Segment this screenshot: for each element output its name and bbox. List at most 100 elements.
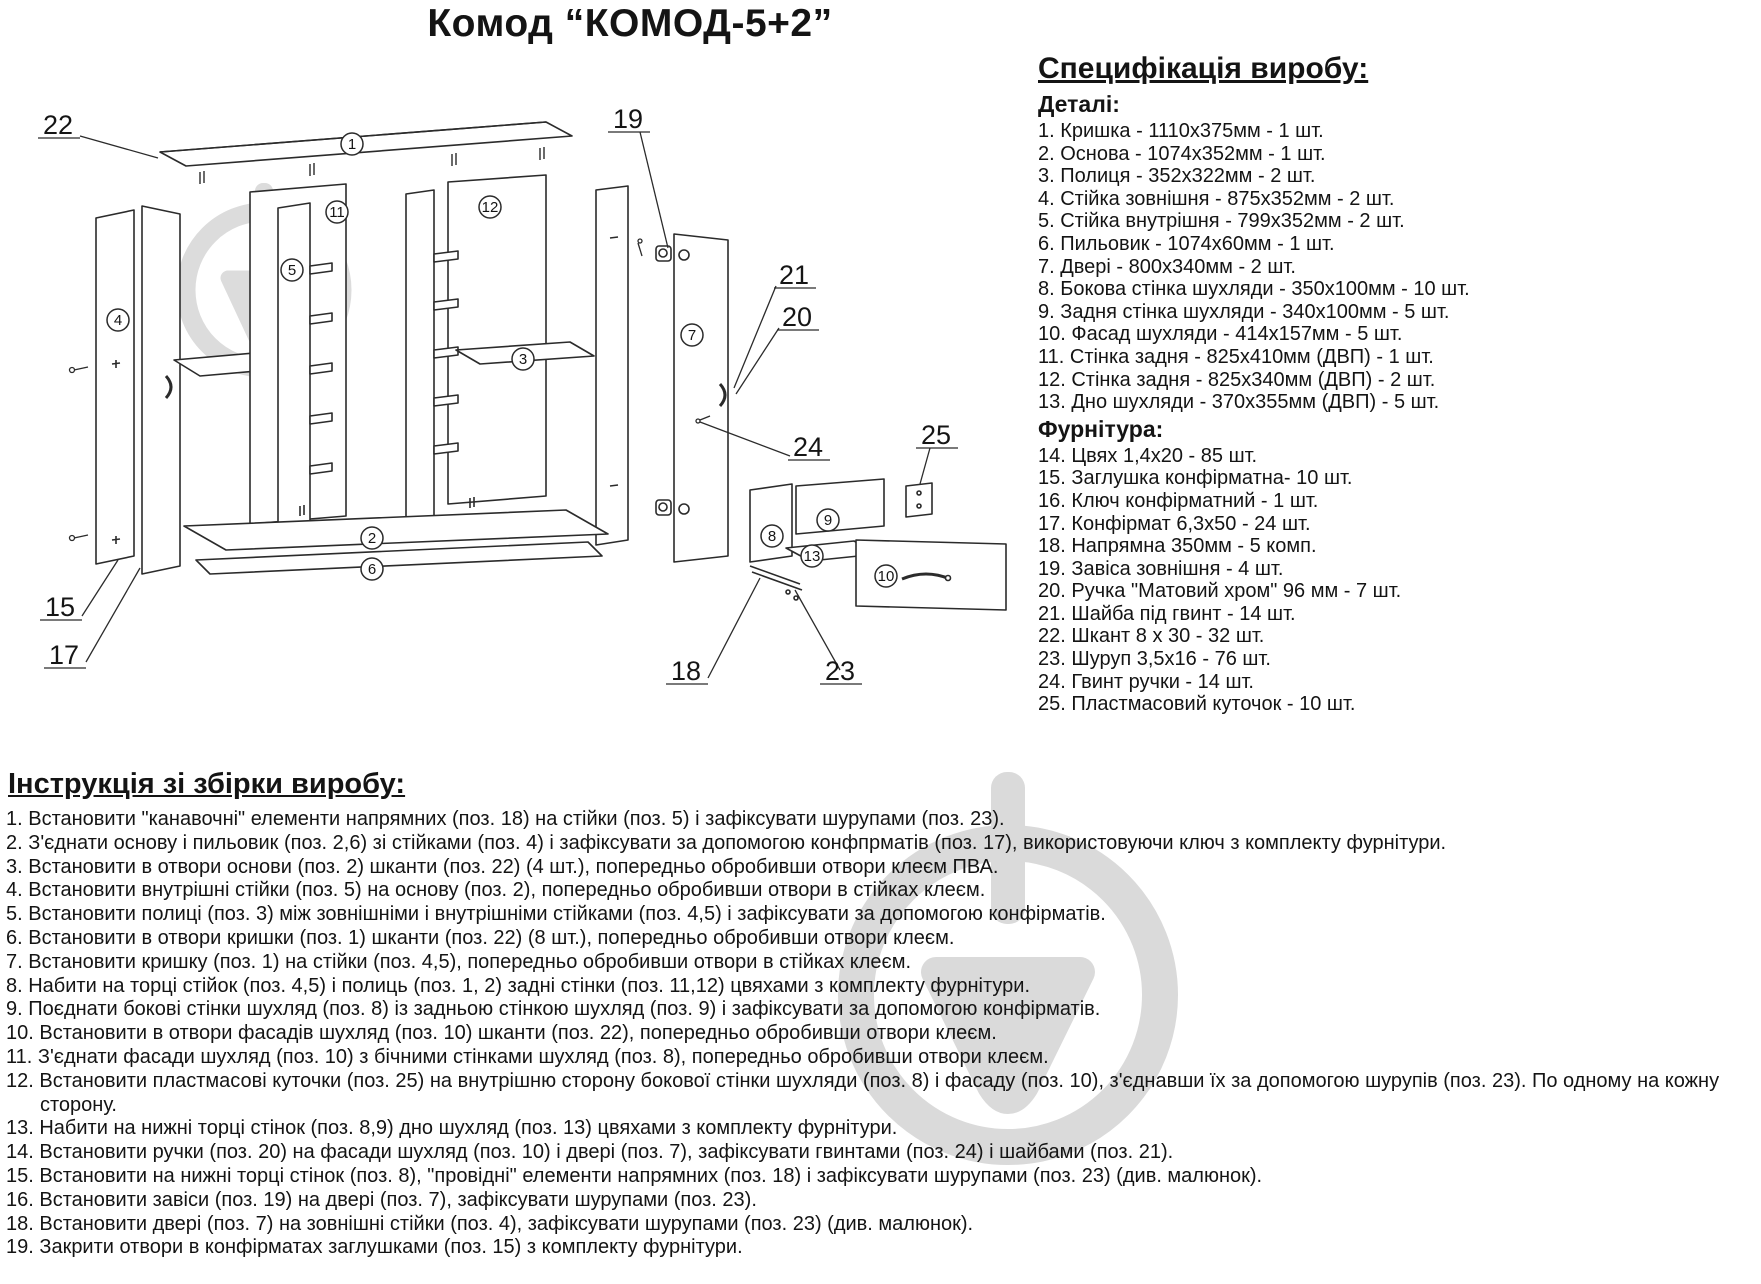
detail-item: 11. Стінка задня - 825х410мм (ДВП) - 1 ш… — [1038, 345, 1434, 368]
instruction-step: 8. Набити на торці стійок (поз. 4,5) і п… — [6, 974, 1031, 997]
svg-text:4: 4 — [114, 312, 122, 329]
detail-item: 2. Основа - 1074х352мм - 1 шт. — [1038, 142, 1326, 165]
detail-item: 4. Стійка зовнішня - 875х352мм - 2 шт. — [1038, 187, 1395, 210]
part-back-panel-12 — [447, 174, 547, 505]
instruction-step: 9. Поєднати бокові стінки шухляд (поз. 8… — [6, 998, 1101, 1021]
hardware-item: 15. Заглушка конфірматна- 10 шт. — [1038, 467, 1353, 490]
badge-7: 7 — [680, 323, 704, 347]
hardware-item: 24. Гвинт ручки - 14 шт. — [1038, 670, 1254, 693]
badge-10: 10 — [874, 564, 898, 588]
svg-text:3: 3 — [519, 351, 527, 368]
part-drawer-front — [855, 539, 1007, 611]
instruction-step: 1. Встановити "канавочні" елементи напря… — [6, 808, 1005, 830]
callout-21: 21 — [779, 260, 809, 290]
part-back-strip — [595, 185, 629, 546]
svg-text:13: 13 — [804, 548, 821, 565]
svg-text:10: 10 — [878, 568, 895, 585]
hardware-item: 18. Напрямна 350мм - 5 комп. — [1038, 535, 1317, 558]
specification-panel: Специфікація виробу: Деталі: 1. Кришка -… — [1038, 52, 1618, 716]
instruction-step: 15. Встановити на нижні торці стінок (по… — [6, 1164, 1263, 1187]
part-door-left — [141, 205, 181, 575]
part-drawer-back — [795, 478, 885, 535]
svg-text:2: 2 — [368, 530, 376, 547]
detail-item: 3. Полиця - 352х322мм - 2 шт. — [1038, 165, 1316, 188]
instruction-step: 19. Закрити отвори в конфірматах заглушк… — [6, 1236, 743, 1259]
hardware-item: 19. Завіса зовнішня - 4 шт. — [1038, 557, 1284, 580]
detail-item: 5. Стійка внутрішня - 799х352мм - 2 шт. — [1038, 210, 1405, 233]
instruction-step: 16. Встановити завіси (поз. 19) на двері… — [6, 1188, 757, 1211]
svg-text:11: 11 — [329, 204, 345, 221]
brand-watermark — [838, 772, 1178, 1165]
hardware-heading: Фурнітура: — [1038, 415, 1164, 442]
hardware-item: 21. Шайба під гвинт - 14 шт. — [1038, 602, 1296, 625]
badge-2: 2 — [360, 526, 384, 550]
instructions-heading: Інструкція зі збірки виробу: — [8, 768, 406, 800]
page-title: Комод “КОМОД-5+2” — [427, 2, 833, 45]
specification-heading: Специфікація виробу: — [1038, 52, 1369, 85]
hardware-item: 16. Ключ конфірматний - 1 шт. — [1038, 489, 1319, 512]
svg-text:9: 9 — [824, 512, 832, 529]
svg-text:7: 7 — [688, 327, 696, 344]
hardware-item: 14. Цвях 1,4х20 - 85 шт. — [1038, 444, 1258, 467]
instruction-step: 13. Набити на нижні торці стінок (поз. 8… — [6, 1117, 898, 1140]
detail-item: 9. Задня стінка шухляди - 340х100мм - 5 … — [1038, 300, 1450, 323]
detail-item: 8. Бокова стінка шухляди - 350х100мм - 1… — [1038, 278, 1470, 301]
instruction-step: 3. Встановити в отвори основи (поз. 2) ш… — [6, 855, 999, 878]
callout-15: 15 — [45, 592, 75, 622]
instruction-step: 4. Встановити внутрішні стійки (поз. 5) … — [6, 879, 986, 902]
part-inner-upright-a — [277, 202, 333, 542]
part-inner-upright-b — [405, 189, 459, 538]
part-plastic-corner — [905, 482, 933, 518]
part-door-right — [673, 233, 729, 563]
svg-text:6: 6 — [368, 561, 376, 578]
badge-11: 11 — [325, 200, 349, 224]
badge-8: 8 — [760, 524, 784, 548]
part-outer-upright-left — [95, 209, 135, 565]
instruction-step: 6. Встановити в отвори кришки (поз. 1) ш… — [6, 926, 955, 949]
badge-3: 3 — [511, 347, 535, 371]
badge-4: 4 — [106, 308, 130, 332]
instruction-step: 5. Встановити полиці (поз. 3) між зовніш… — [6, 903, 1106, 926]
detail-item: 1. Кришка - 1110х375мм - 1 шт. — [1038, 120, 1324, 142]
detail-item: 6. Пильовик - 1074х60мм - 1 шт. — [1038, 232, 1335, 255]
callout-leaders — [38, 131, 958, 685]
badge-1: 1 — [340, 132, 364, 156]
hinge-hardware — [655, 245, 672, 516]
callout-17: 17 — [49, 640, 79, 670]
badge-9: 9 — [816, 508, 840, 532]
callout-25: 25 — [921, 420, 951, 450]
instruction-step: 18. Встановити двері (поз. 7) на зовнішн… — [6, 1212, 974, 1235]
svg-text:8: 8 — [768, 528, 776, 545]
callout-23: 23 — [825, 656, 855, 686]
part-dust-strip — [195, 541, 603, 575]
hardware-item: 20. Ручка "Матовий хром" 96 мм - 7 шт. — [1038, 580, 1402, 603]
svg-text:12: 12 — [482, 199, 499, 216]
detail-item: 7. Двері - 800х340мм - 2 шт. — [1038, 255, 1296, 278]
callout-24: 24 — [793, 432, 823, 462]
part-base — [183, 497, 609, 551]
svg-text:5: 5 — [288, 262, 296, 279]
instruction-step: 12. Встановити пластмасові куточки (поз.… — [6, 1069, 1720, 1116]
callout-18: 18 — [671, 656, 701, 686]
screw-icons — [68, 238, 711, 542]
callout-19: 19 — [613, 104, 643, 134]
detail-item: 12. Стінка задня - 825х340мм (ДВП) - 2 ш… — [1038, 368, 1436, 391]
exploded-view-diagram: 22 19 21 20 24 25 15 17 18 23 1 11 12 5 … — [38, 104, 1007, 686]
detail-item: 10. Фасад шухляди - 414х157мм - 5 шт. — [1038, 323, 1403, 346]
callout-22: 22 — [43, 110, 73, 140]
hardware-item: 22. Шкант 8 х 30 - 32 шт. — [1038, 625, 1265, 648]
badge-12: 12 — [478, 195, 502, 219]
hardware-item: 17. Конфірмат 6,3х50 - 24 шт. — [1038, 512, 1311, 535]
hardware-item: 25. Пластмасовий куточок - 10 шт. — [1038, 693, 1356, 716]
hardware-item: 23. Шуруп 3,5х16 - 76 шт. — [1038, 648, 1271, 671]
part-top-cover — [159, 121, 573, 167]
svg-text:1: 1 — [348, 136, 356, 153]
part-drawer-side — [749, 483, 793, 563]
instruction-step: 10. Встановити в отвори фасадів шухляд (… — [6, 1022, 997, 1045]
callout-20: 20 — [782, 302, 812, 332]
part-number-badges: 1 11 12 5 4 3 7 2 6 8 9 13 10 — [106, 132, 898, 588]
callout-numbers: 22 19 21 20 24 25 15 17 18 23 — [43, 104, 951, 686]
instruction-step: 7. Встановити кришку (поз. 1) на стійки … — [6, 950, 912, 973]
instruction-step: 11. З'єднати фасади шухляд (поз. 10) з б… — [6, 1045, 1049, 1068]
